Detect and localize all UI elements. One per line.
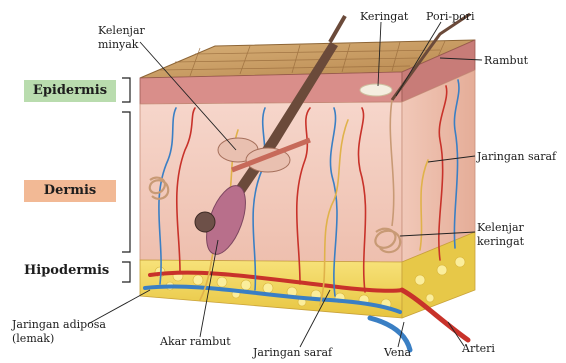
jaringan-saraf-label-bottom: Jaringan saraf xyxy=(253,346,332,359)
keringat-label: Keringat xyxy=(360,10,408,23)
epidermis-label: Epidermis xyxy=(24,80,116,102)
kelenjar-keringat-label-2: keringat xyxy=(477,235,524,248)
layer-brackets xyxy=(122,78,130,282)
rambut-label: Rambut xyxy=(484,54,528,67)
kelenjar-keringat-label-1: Kelenjar xyxy=(477,221,524,234)
dermis-label: Dermis xyxy=(24,180,116,202)
arteri-label: Arteri xyxy=(462,342,495,355)
hipodermis-label: Hipodermis xyxy=(24,260,120,282)
jaringan-adiposa-label-1: Jaringan adiposa xyxy=(12,318,106,331)
akar-rambut-label: Akar rambut xyxy=(160,335,231,348)
jaringan-adiposa-label-2: (lemak) xyxy=(12,332,54,345)
vena-label: Vena xyxy=(384,346,411,359)
jaringan-saraf-label-right: Jaringan saraf xyxy=(477,150,556,163)
sweat-droplet xyxy=(360,84,392,96)
kelenjar-minyak-label-2: minyak xyxy=(98,38,138,51)
pori-pori-label: Pori-pori xyxy=(426,10,475,23)
kelenjar-minyak-label-1: Kelenjar xyxy=(98,24,145,37)
